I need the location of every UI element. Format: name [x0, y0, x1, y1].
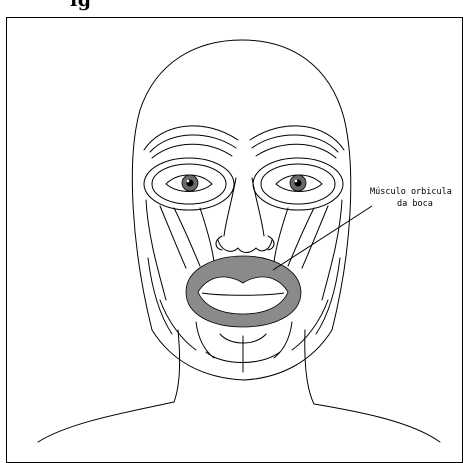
neck-left: [174, 330, 180, 402]
nose-bridge-right: [252, 178, 264, 236]
cheek-line-l1: [160, 206, 186, 268]
head-outline: [132, 40, 350, 380]
jaw-line-r1: [316, 258, 340, 334]
orbicularis-oris-muscle: [186, 256, 301, 327]
label-line-2: da boca: [370, 198, 452, 210]
nose-base: [218, 240, 272, 253]
brow-right-lower: [256, 144, 336, 158]
jaw-line-l1: [148, 258, 172, 334]
forehead-right-arc: [250, 126, 344, 150]
cheek-line-l4: [146, 200, 166, 300]
cheek-line-l3: [200, 208, 214, 262]
jaw-line-l3: [196, 322, 214, 358]
brow-left-upper: [150, 135, 236, 152]
jaw-line-r3: [274, 322, 292, 358]
eye-details: [182, 175, 306, 191]
cheek-line-r4: [322, 200, 342, 300]
brow-left-lower: [152, 144, 232, 158]
shoulder-left: [38, 402, 174, 442]
orbicularis-oris-label: Músculo orbicula da boca: [370, 186, 452, 210]
brow-right-upper: [252, 135, 338, 152]
cheek-line-l2: [174, 208, 200, 266]
neck-right: [305, 330, 314, 404]
label-line-1: Músculo orbicula: [370, 186, 452, 198]
cheek-line-r3: [274, 208, 288, 262]
forehead-left-arc: [144, 126, 238, 150]
callout-leader-line: [273, 206, 372, 270]
shoulder-right: [314, 404, 440, 442]
mouth-line: [202, 293, 284, 295]
